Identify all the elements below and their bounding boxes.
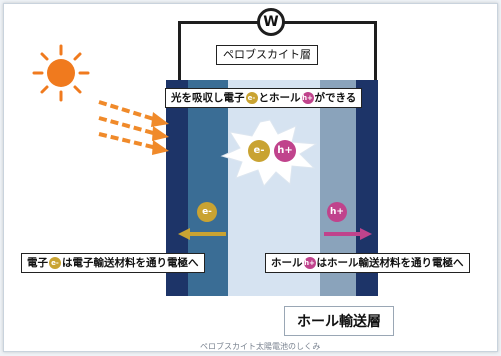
hole-badge-icon: h+	[301, 92, 314, 104]
generation-text-3: ができる	[314, 92, 357, 104]
hole-path-text-2: はホール輸送材料を通り電極へ	[316, 257, 464, 269]
right-electrode	[356, 80, 378, 296]
electron-direction-arrow-icon	[178, 228, 226, 240]
electron-path-text-1: 電子	[27, 257, 48, 269]
absorption-burst-icon	[220, 119, 318, 187]
perovskite-layer-label: ペロブスカイト層	[216, 45, 318, 65]
hole-path-text-1: ホール	[271, 257, 303, 269]
generation-text-1: 光を吸収し電子	[171, 92, 245, 104]
migrating-electron: e-	[197, 202, 217, 222]
figure-caption: ペロブスカイト太陽電池のしくみ	[200, 342, 321, 351]
hole-transport-layer-label: ホール輸送層	[284, 306, 394, 336]
hole-direction-arrow-icon	[324, 228, 372, 240]
hole-badge-icon: h+	[303, 257, 316, 269]
electron-path-text-2: は電子輸送材料を通り電極へ	[62, 257, 199, 269]
burst-hole: h+	[274, 140, 296, 162]
electron-badge-icon: e-	[49, 257, 61, 269]
migrating-hole: h+	[327, 202, 347, 222]
wattmeter-icon: W	[257, 8, 285, 36]
burst-electron: e-	[248, 140, 270, 162]
electron-badge-icon: e-	[245, 92, 258, 104]
left-electrode	[166, 80, 188, 296]
sun-icon	[32, 44, 90, 102]
light-rays-icon	[98, 100, 169, 155]
generation-text-2: とホール	[258, 92, 301, 104]
